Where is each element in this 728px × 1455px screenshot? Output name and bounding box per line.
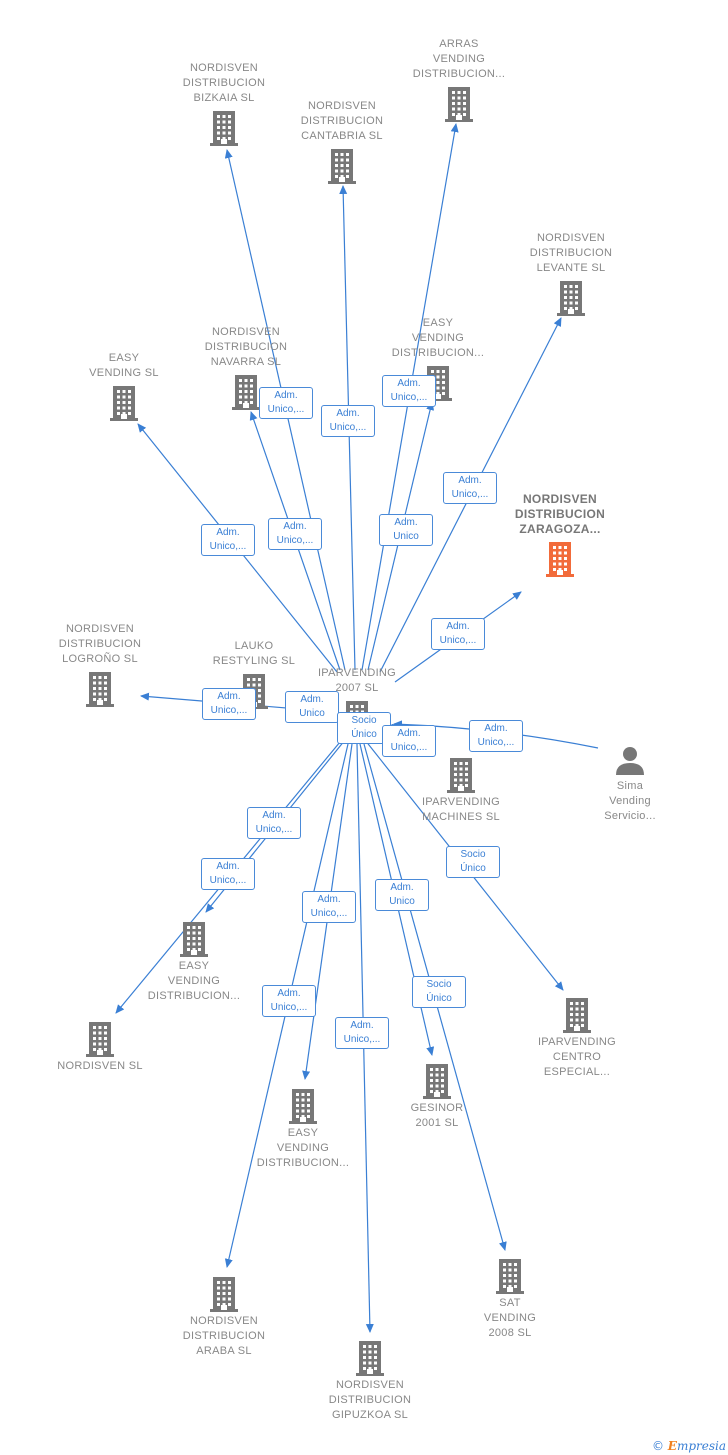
node-araba[interactable]: NORDISVEN DISTRIBUCION ARABA SL: [159, 1276, 289, 1359]
edge-label-gesinor[interactable]: Adm. Unico: [375, 879, 429, 911]
edge-label-easy-bottom[interactable]: Adm. Unico,...: [302, 891, 356, 923]
building-icon: [356, 1341, 384, 1376]
edge-label-araba[interactable]: Adm. Unico,...: [262, 985, 316, 1017]
node-label: NORDISVEN DISTRIBUCION BIZKAIA SL: [182, 62, 266, 104]
node-label: EASY VENDING DISTRIBUCION...: [256, 1127, 350, 1169]
node-easy-sl[interactable]: EASY VENDING SL: [59, 351, 189, 421]
node-easy-left[interactable]: EASY VENDING DISTRIBUCION...: [129, 921, 259, 1004]
building-icon: [557, 281, 585, 316]
building-icon: [289, 1089, 317, 1124]
edge-label-easy-sl[interactable]: Adm. Unico,...: [201, 524, 255, 556]
building-icon: [86, 672, 114, 707]
node-nordisven[interactable]: NORDISVEN SL: [35, 1021, 165, 1074]
building-icon: [328, 149, 356, 184]
node-label: NORDISVEN DISTRIBUCION NAVARRA SL: [204, 326, 288, 368]
edge-label-zaragoza[interactable]: Adm. Unico,...: [431, 618, 485, 650]
node-label: EASY VENDING DISTRIBUCION...: [391, 317, 485, 359]
node-label: NORDISVEN SL: [57, 1060, 143, 1072]
node-label: IPARVENDING CENTRO ESPECIAL...: [537, 1036, 617, 1078]
edge-label-easy-top[interactable]: Adm. Unico,...: [382, 375, 436, 407]
building-icon: [210, 1277, 238, 1312]
building-icon: [496, 1259, 524, 1294]
edge-label-logrono[interactable]: Adm. Unico,...: [202, 688, 256, 720]
node-label: NORDISVEN DISTRIBUCION CANTABRIA SL: [300, 100, 384, 142]
brand-name: mpresia: [676, 1439, 726, 1453]
node-zaragoza[interactable]: NORDISVEN DISTRIBUCION ZARAGOZA...: [495, 492, 625, 577]
node-easy-bottom[interactable]: EASY VENDING DISTRIBUCION...: [238, 1088, 368, 1171]
node-levante[interactable]: NORDISVEN DISTRIBUCION LEVANTE SL: [506, 231, 636, 316]
building-icon: [546, 542, 574, 577]
node-label: Sima Vending Servicio...: [604, 780, 656, 822]
edge-label-levante[interactable]: Adm. Unico,...: [443, 472, 497, 504]
node-navarra[interactable]: NORDISVEN DISTRIBUCION NAVARRA SL: [181, 325, 311, 410]
brand-footer: © Empresia: [652, 1439, 726, 1453]
node-centro[interactable]: IPARVENDING CENTRO ESPECIAL...: [512, 997, 642, 1080]
node-label: ARRAS VENDING DISTRIBUCION...: [412, 38, 506, 80]
node-label: NORDISVEN DISTRIBUCION LEVANTE SL: [529, 232, 613, 274]
building-icon: [232, 375, 260, 410]
building-icon: [423, 1064, 451, 1099]
node-label: GESINOR 2001 SL: [410, 1102, 464, 1129]
node-machines[interactable]: IPARVENDING MACHINES SL: [396, 757, 526, 825]
edge-label-gipuzkoa[interactable]: Adm. Unico,...: [335, 1017, 389, 1049]
node-gipuzkoa[interactable]: NORDISVEN DISTRIBUCION GIPUZKOA SL: [305, 1340, 435, 1423]
building-icon: [445, 87, 473, 122]
node-label: NORDISVEN DISTRIBUCION GIPUZKOA SL: [328, 1379, 412, 1421]
node-label: IPARVENDING MACHINES SL: [421, 796, 501, 823]
edge-label-lauko[interactable]: Adm. Unico: [285, 691, 339, 723]
node-label: LAUKO RESTYLING SL: [212, 640, 296, 667]
node-label: NORDISVEN DISTRIBUCION ZARAGOZA...: [514, 492, 606, 536]
node-label: NORDISVEN DISTRIBUCION LOGROÑO SL: [58, 623, 142, 665]
edge-label-easy-left-b[interactable]: Adm. Unico,...: [201, 858, 255, 890]
building-icon: [110, 386, 138, 421]
node-cantabria[interactable]: NORDISVEN DISTRIBUCION CANTABRIA SL: [277, 99, 407, 184]
copyright-symbol: ©: [651, 1439, 664, 1453]
building-icon: [447, 758, 475, 793]
edge-label-arras[interactable]: Adm. Unico: [379, 514, 433, 546]
node-bizkaia[interactable]: NORDISVEN DISTRIBUCION BIZKAIA SL: [159, 61, 289, 146]
node-label: EASY VENDING DISTRIBUCION...: [147, 960, 241, 1002]
building-icon: [210, 111, 238, 146]
node-arras[interactable]: ARRAS VENDING DISTRIBUCION...: [394, 37, 524, 122]
edge-label-cantabria[interactable]: Adm. Unico,...: [321, 405, 375, 437]
node-sat[interactable]: SAT VENDING 2008 SL: [445, 1258, 575, 1341]
node-label: EASY VENDING SL: [89, 352, 159, 379]
edge-label-easy-left-a[interactable]: Adm. Unico,...: [247, 807, 301, 839]
node-label: SAT VENDING 2008 SL: [483, 1297, 537, 1339]
edge-label-machines[interactable]: Adm. Unico,...: [382, 725, 436, 757]
node-gesinor[interactable]: GESINOR 2001 SL: [372, 1063, 502, 1131]
node-logrono[interactable]: NORDISVEN DISTRIBUCION LOGROÑO SL: [35, 622, 165, 707]
edge-label-sima[interactable]: Adm. Unico,...: [469, 720, 523, 752]
node-label: NORDISVEN DISTRIBUCION ARABA SL: [182, 1315, 266, 1357]
brand-initial: E: [667, 1439, 677, 1453]
node-label: IPARVENDING 2007 SL: [317, 667, 397, 694]
person-icon: [616, 747, 644, 775]
edge-label-navarra-a[interactable]: Adm. Unico,...: [259, 387, 313, 419]
edge-label-centro[interactable]: Socio Único: [446, 846, 500, 878]
node-sima[interactable]: Sima Vending Servicio...: [565, 745, 695, 824]
edge-label-navarra-b[interactable]: Adm. Unico,...: [268, 518, 322, 550]
edge-label-sat[interactable]: Socio Único: [412, 976, 466, 1008]
building-icon: [86, 1022, 114, 1057]
building-icon: [563, 998, 591, 1033]
building-icon: [180, 922, 208, 957]
